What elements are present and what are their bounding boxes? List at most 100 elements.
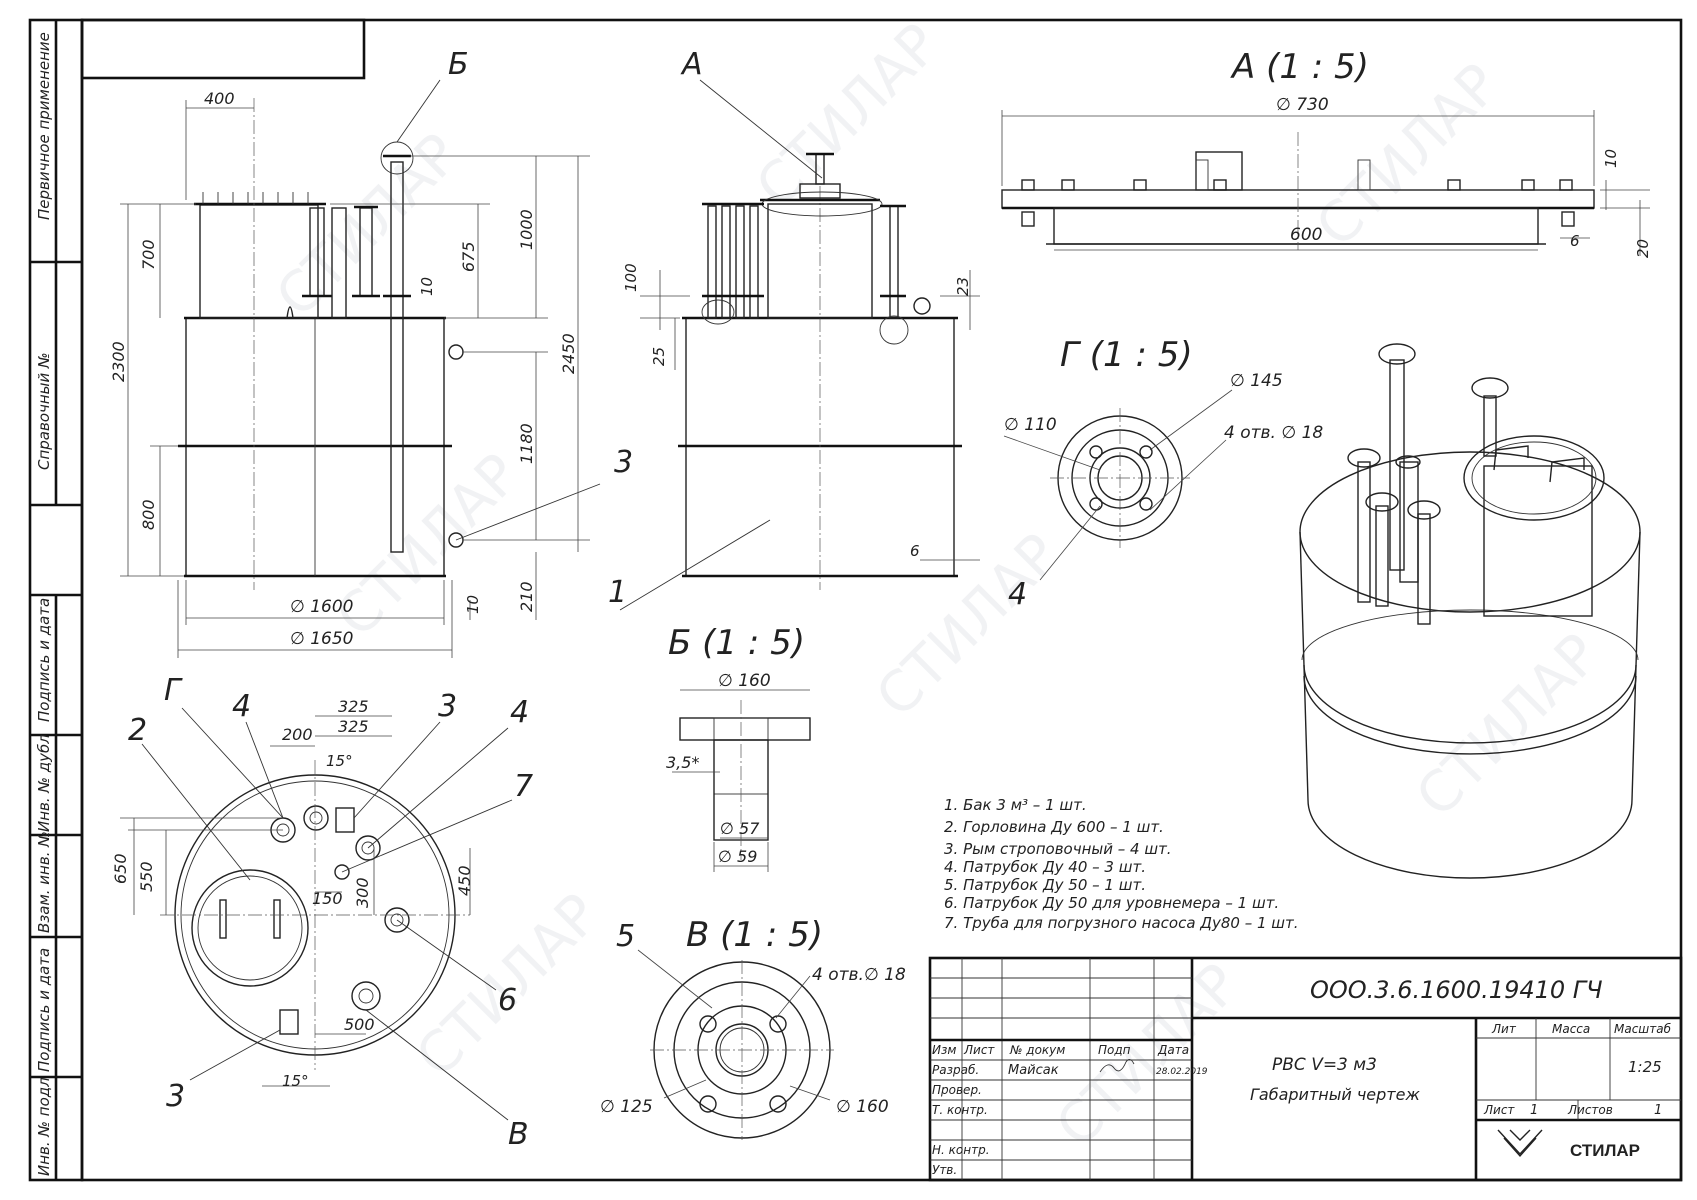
callout-a: А — [680, 47, 703, 82]
callout-3: 3 — [614, 445, 633, 480]
detail-g: Г (1 : 5) ∅ 110 ∅ 145 4 отв. ∅ 18 4 — [1003, 335, 1323, 612]
tb-lit: Лит — [1491, 1022, 1517, 1036]
tb-header-data: Дата — [1157, 1043, 1189, 1057]
parts-list: 1. Бак 3 м³ – 1 шт. 2. Горловина Ду 600 … — [944, 796, 1299, 932]
dim-d110: ∅ 110 — [1004, 415, 1057, 435]
tb-header-izm: Изм — [932, 1043, 956, 1057]
dim-v-holes: 4 отв.∅ 18 — [812, 965, 906, 985]
dim-200: 200 — [282, 725, 313, 744]
watermark-text: СТИЛАР — [264, 122, 472, 330]
dim-d57: ∅ 57 — [720, 819, 760, 838]
tb-row-nkont: Н. контр. — [932, 1143, 990, 1157]
parts-item-3: 3. Рым строповочный – 4 шт. — [944, 840, 1172, 858]
dim-325-top: 325 — [338, 697, 369, 716]
side-view: 100 25 23 6 А 1 — [608, 47, 980, 611]
callout-4-plan-right: 4 — [510, 695, 529, 730]
callout-5: 5 — [616, 919, 635, 954]
callout-g: Г — [164, 673, 183, 708]
callout-4: 4 — [1008, 577, 1027, 612]
parts-item-2: 2. Горловина Ду 600 – 1 шт. — [944, 818, 1164, 836]
detail-g-title: Г (1 : 5) — [1060, 335, 1193, 375]
watermark-text: СТИЛАР — [324, 442, 532, 650]
side-stamp: Первичное применение Справочный № Подпис… — [28, 18, 84, 1182]
parts-item-5: 5. Патрубок Ду 50 – 1 шт. — [944, 876, 1146, 894]
parts-item-7: 7. Труба для погрузного насоса Ду80 – 1 … — [944, 914, 1299, 932]
dim-25: 25 — [650, 347, 668, 366]
stamp-primary-use: Первичное применение — [35, 32, 53, 220]
callout-3-plan-bottom: 3 — [166, 1079, 185, 1114]
watermark-text: СТИЛАР — [744, 12, 952, 220]
tb-name-line1: РВС V=3 м3 — [1272, 1055, 1377, 1075]
detail-v: В (1 : 5) 5 4 отв.∅ 18 ∅ 125 ∅ 160 — [600, 915, 906, 1140]
dim-300: 300 — [353, 877, 372, 908]
dim-700: 700 — [139, 239, 158, 270]
dim-600: 600 — [1290, 225, 1322, 245]
dim-2450: 2450 — [559, 333, 578, 374]
tb-scale: 1:25 — [1628, 1058, 1662, 1076]
dim-2300: 2300 — [109, 341, 128, 382]
tb-date: 28.02.2019 — [1156, 1067, 1208, 1077]
dim-a-20: 20 — [1634, 239, 1652, 258]
tb-name-line2: Габаритный чертеж — [1250, 1085, 1420, 1104]
tb-masshtab: Масштаб — [1614, 1022, 1672, 1036]
dim-a-6: 6 — [1570, 232, 1580, 250]
parts-item-6: 6. Патрубок Ду 50 для уровнемера – 1 шт. — [944, 894, 1279, 912]
tb-row-prover: Провер. — [932, 1083, 982, 1097]
callout-7: 7 — [514, 769, 533, 804]
isometric-view — [1299, 343, 1641, 879]
dim-650: 650 — [111, 853, 130, 884]
stamp-dup-inv: Инв. № дубл — [35, 734, 53, 832]
dim-800: 800 — [139, 499, 158, 530]
stamp-original-inv: Инв. № подл — [35, 1077, 53, 1176]
tb-sheets-label: Листов — [1567, 1103, 1613, 1117]
dim-d59: ∅ 59 — [718, 847, 757, 866]
callout-b: Б — [448, 47, 469, 82]
dim-d1650: ∅ 1650 — [290, 629, 353, 649]
tb-sheets: 1 — [1654, 1103, 1662, 1118]
callout-3-plan: 3 — [438, 689, 457, 724]
company-logo: СТИЛАР — [1497, 1129, 1640, 1160]
stamp-reference-no: Справочный № — [35, 352, 53, 470]
dim-d1600: ∅ 1600 — [290, 597, 353, 617]
dim-6: 6 — [910, 542, 920, 560]
dim-d125: ∅ 125 — [600, 1097, 653, 1117]
watermark-text: СТИЛАР — [864, 522, 1072, 730]
dim-10: 10 — [418, 277, 436, 296]
dim-v-d160: ∅ 160 — [836, 1097, 889, 1117]
signature — [1099, 1059, 1135, 1073]
tb-massa: Масса — [1552, 1022, 1590, 1036]
dim-d145: ∅ 145 — [1230, 371, 1283, 391]
dim-angle-15-bottom: 15° — [282, 1072, 309, 1090]
detail-b: Б (1 : 5) ∅ 160 3,5* ∅ 57 ∅ 59 — [666, 623, 811, 872]
dim-150: 150 — [312, 889, 343, 908]
tb-row-utv: Утв. — [932, 1163, 957, 1177]
stamp-sign-date: Подпись и дата — [35, 598, 53, 722]
detail-v-title: В (1 : 5) — [686, 915, 823, 955]
callout-4-plan: 4 — [232, 689, 251, 724]
callout-1: 1 — [608, 575, 627, 610]
dim-d730: ∅ 730 — [1276, 95, 1329, 115]
dim-1000: 1000 — [517, 209, 536, 250]
tb-sheet: 1 — [1530, 1103, 1538, 1118]
dim-675: 675 — [459, 241, 478, 272]
tb-row-tkont: Т. контр. — [932, 1103, 988, 1117]
dim-450: 450 — [455, 865, 474, 896]
parts-item-4: 4. Патрубок Ду 40 – 3 шт. — [944, 858, 1146, 876]
tb-header-ndoc: № докум — [1009, 1043, 1065, 1057]
front-view: 400 700 2300 800 675 1000 10 2450 1180 2… — [109, 47, 633, 658]
dim-100: 100 — [622, 263, 640, 292]
dim-g-holes: 4 отв. ∅ 18 — [1224, 423, 1323, 443]
detail-a-title: А (1 : 5) — [1230, 47, 1369, 87]
plan-view: 325 325 200 15° 650 550 150 300 450 500 … — [111, 673, 533, 1152]
tb-header-podp: Подп — [1098, 1043, 1131, 1057]
tb-developer: Майсак — [1008, 1063, 1059, 1078]
tb-row-razrab: Разраб. — [932, 1063, 979, 1077]
tb-sheet-label: Лист — [1483, 1103, 1515, 1117]
dim-400: 400 — [204, 89, 235, 108]
detail-a-bolts — [1021, 179, 1575, 227]
dim-angle-15: 15° — [326, 752, 353, 770]
detail-a: А (1 : 5) — [1001, 47, 1652, 258]
callout-v: В — [508, 1117, 529, 1152]
parts-item-1: 1. Бак 3 м³ – 1 шт. — [944, 796, 1087, 814]
